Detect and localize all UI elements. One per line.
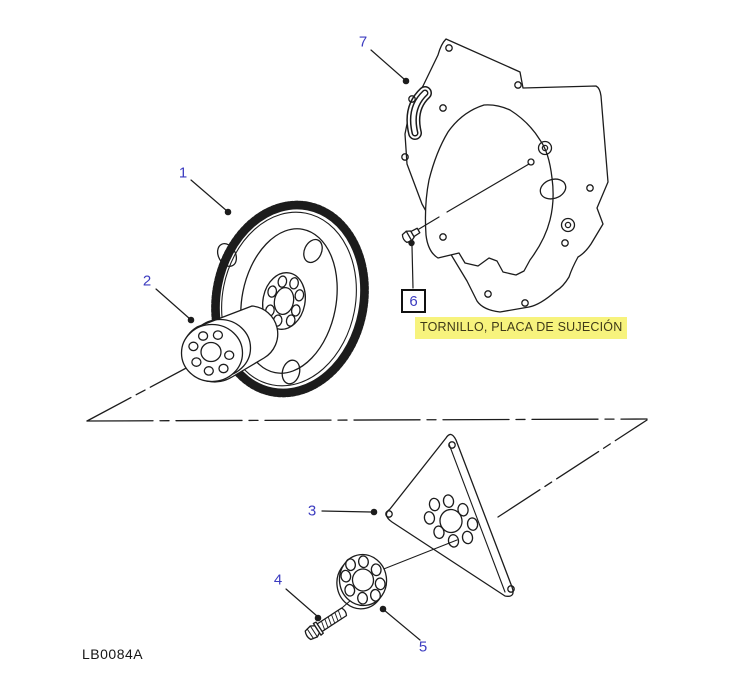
callout-4[interactable]: 4	[273, 571, 283, 589]
gasket-backplate	[401, 38, 609, 313]
callout-3[interactable]: 3	[307, 502, 317, 520]
flange-bolt	[304, 607, 348, 641]
centerline-horizontal	[86, 418, 648, 422]
screw-hole	[527, 158, 535, 166]
centerline-upper-axis	[86, 357, 206, 422]
callout-1[interactable]: 1	[178, 164, 188, 182]
callout-6-selected[interactable]: 6	[401, 289, 426, 313]
centerline-lower-axis	[497, 419, 648, 518]
part-name-caption: TORNILLO, PLACA DE SUJECIÓN	[415, 317, 628, 339]
callout-6-label: 6	[409, 292, 418, 310]
triangular-drive-plate	[385, 433, 515, 597]
washer-plate	[336, 553, 388, 610]
callout-7[interactable]: 7	[358, 33, 368, 51]
callout-5[interactable]: 5	[418, 638, 428, 656]
alignment-line	[370, 539, 458, 575]
callout-2[interactable]: 2	[142, 272, 152, 290]
leader-lines	[155, 49, 421, 641]
adapter-spacer	[180, 305, 279, 383]
retaining-screw	[401, 163, 530, 244]
figure-code: LB0084A	[82, 646, 144, 662]
